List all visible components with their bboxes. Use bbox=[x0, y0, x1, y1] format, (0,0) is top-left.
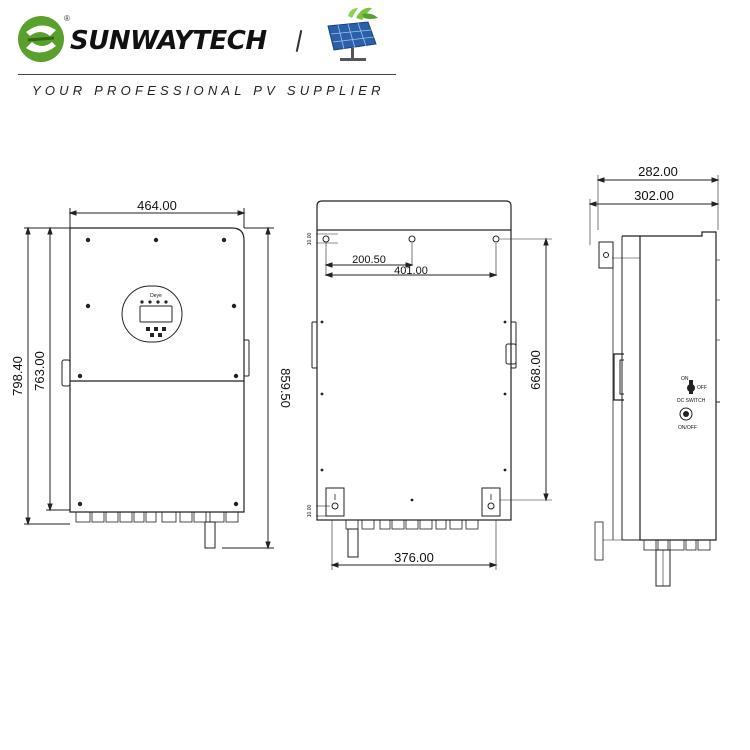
side-depth-top-label: 282.00 bbox=[638, 164, 678, 179]
header-rule bbox=[18, 74, 396, 75]
rear-bottom-offset-label: 10.00 bbox=[307, 505, 313, 518]
rear-top-offset-label: 10.00 bbox=[307, 233, 313, 246]
switch-label-off: OFF bbox=[697, 385, 707, 391]
side-view: 282.00 302.00 ON OFF DC SWITCH ON/OFF bbox=[588, 164, 720, 587]
solar-panel-icon bbox=[327, 7, 378, 61]
rear-view: 10.00 200.50 401.00 668.00 bbox=[307, 200, 552, 570]
brand-name: SUNWAYTECH bbox=[70, 26, 267, 56]
rear-half-spacing-label: 200.50 bbox=[352, 254, 386, 266]
rear-spacing-label: 401.00 bbox=[394, 265, 428, 277]
front-right-height-label: 859.50 bbox=[278, 368, 293, 408]
header: ® SUNWAYTECH YOUR PROFESSIONAL PV SUPPLI… bbox=[0, 0, 750, 105]
front-overall-height-label: 798.40 bbox=[10, 356, 25, 396]
front-view: 464.00 798.40 763.00 859.50 bbox=[10, 198, 293, 550]
power-button-label: ON/OFF bbox=[678, 425, 697, 431]
rear-bottom-width-label: 376.00 bbox=[394, 550, 434, 565]
side-depth-label: 302.00 bbox=[634, 188, 674, 203]
front-width-label: 464.00 bbox=[137, 198, 177, 213]
sunwaytech-logo-icon bbox=[18, 16, 64, 62]
dc-switch-label[interactable]: DC SWITCH bbox=[677, 398, 706, 404]
display-brand: Deye bbox=[150, 293, 162, 299]
switch-label-on: ON bbox=[681, 376, 689, 382]
tagline: YOUR PROFESSIONAL PV SUPPLIER bbox=[32, 83, 385, 98]
rear-hole-height-label: 668.00 bbox=[528, 350, 543, 390]
registered-mark: ® bbox=[64, 14, 70, 23]
front-body-height-label: 763.00 bbox=[32, 351, 47, 391]
power-button-icon[interactable] bbox=[679, 407, 693, 421]
